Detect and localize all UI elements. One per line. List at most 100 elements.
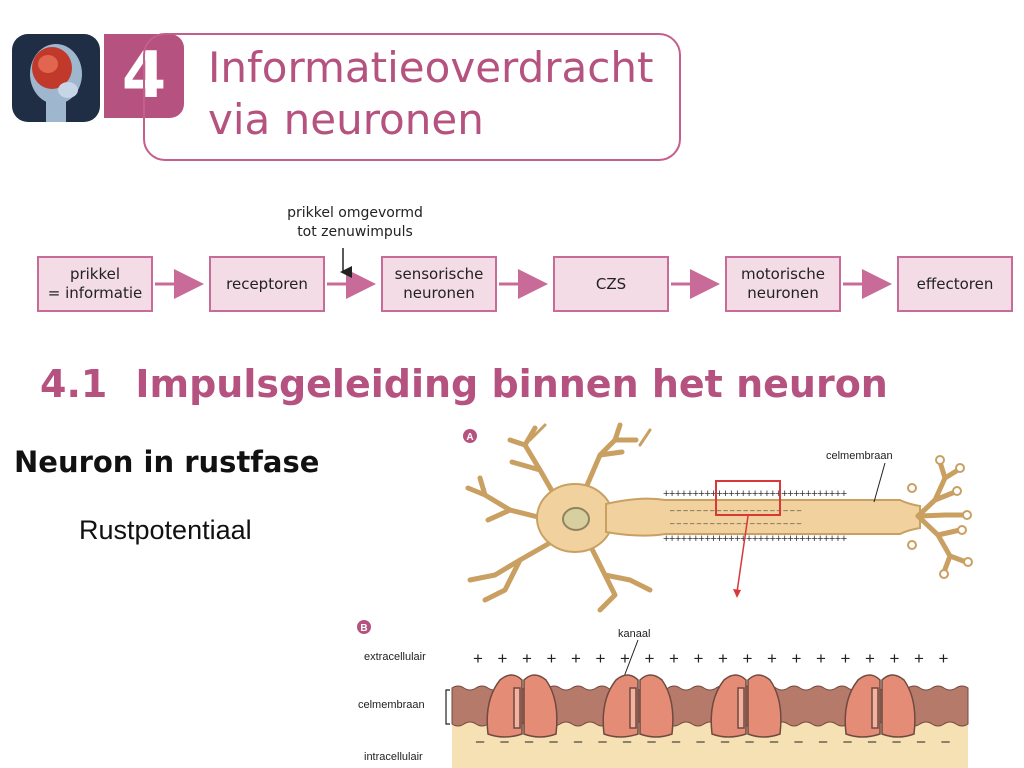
flow-step-motorische-neuronen: motorische neuronen bbox=[725, 256, 841, 312]
plus-charge: + bbox=[718, 649, 728, 668]
minus-charge: – bbox=[647, 733, 656, 750]
plus-charge: + bbox=[841, 649, 851, 668]
minus-charge: – bbox=[819, 733, 828, 750]
terminal-buttons bbox=[907, 455, 973, 579]
flow-step-label: CZS bbox=[595, 274, 627, 293]
flow-step-label: motorische bbox=[741, 265, 825, 283]
ion-channel bbox=[710, 674, 782, 738]
neuron-dendrites bbox=[465, 422, 653, 613]
plus-charge: + bbox=[865, 649, 875, 668]
plus-charge: + bbox=[890, 649, 900, 668]
zoom-box bbox=[715, 480, 781, 516]
intracellular-charges: –––––––––––––––––––– bbox=[476, 733, 951, 750]
minus-charge: – bbox=[598, 733, 607, 750]
panel-b-marker bbox=[357, 620, 371, 634]
flow-step-czs: CZS bbox=[553, 256, 669, 312]
minus-charge: – bbox=[623, 733, 632, 750]
axon-plus-top: +++++++++++++++++++++++++++++++ bbox=[663, 488, 847, 500]
label-intracellulair: intracellulair bbox=[364, 751, 423, 763]
plus-charge: + bbox=[571, 649, 581, 668]
section-heading: 4.1 Impulsgeleiding binnen het neuron bbox=[40, 362, 888, 406]
panel-a-marker bbox=[463, 429, 477, 443]
flow-step-effectoren: effectoren bbox=[897, 256, 1013, 312]
plus-charge: + bbox=[547, 649, 557, 668]
plus-charge: + bbox=[596, 649, 606, 668]
plus-charge: + bbox=[914, 649, 924, 668]
panel-b-letter: B bbox=[360, 623, 367, 634]
axon-minus-inner-bottom: – – – – – – – – – – – – – – – – – – – – bbox=[670, 519, 802, 528]
neuron-axon bbox=[605, 497, 921, 537]
minus-charge: – bbox=[745, 733, 754, 750]
label-celmembraan-a: celmembraan bbox=[826, 450, 893, 462]
minus-charge: – bbox=[770, 733, 779, 750]
minus-charge: – bbox=[476, 733, 485, 750]
flow-step-label: sensorische bbox=[394, 265, 484, 283]
plus-charge: + bbox=[792, 649, 802, 668]
axon-plus-bottom: +++++++++++++++++++++++++++++++ bbox=[663, 533, 847, 545]
flow-step-sensorische-neuronen: sensorische neuronen bbox=[381, 256, 497, 312]
flow-step-label: = informatie bbox=[47, 284, 143, 302]
membrane-bracket bbox=[445, 689, 450, 725]
minus-charge: – bbox=[868, 733, 877, 750]
label-celmembraan-b: celmembraan bbox=[358, 699, 425, 711]
plus-charge: + bbox=[939, 649, 949, 668]
axon-minus-inner-top: – – – – – – – – – – – – – – – – – – – – bbox=[670, 506, 802, 515]
label-kanaal: kanaal bbox=[618, 628, 650, 640]
flow-step-prikkel: prikkel = informatie bbox=[37, 256, 153, 312]
chapter-title-line2: via neuronen bbox=[208, 95, 484, 144]
plus-charge: + bbox=[522, 649, 532, 668]
pointer-celmembraan-a bbox=[873, 462, 886, 503]
minus-charge: – bbox=[672, 733, 681, 750]
flow-note: prikkel omgevormd tot zenuwimpuls bbox=[270, 204, 440, 242]
flow-arrows bbox=[155, 248, 892, 299]
plus-charge: + bbox=[645, 649, 655, 668]
subheading: Neuron in rustfase bbox=[14, 445, 320, 479]
plus-charge: + bbox=[694, 649, 704, 668]
flow-step-label: prikkel bbox=[69, 265, 121, 283]
flow-step-label: effectoren bbox=[916, 274, 994, 293]
flow-note-line2: tot zenuwimpuls bbox=[297, 224, 413, 240]
minus-charge: – bbox=[696, 733, 705, 750]
zoom-arrow bbox=[736, 515, 749, 593]
flow-note-line1: prikkel omgevormd bbox=[287, 205, 423, 221]
extracellular-charges: + + + + + + + + + + + + + + + + + + + + bbox=[473, 649, 949, 668]
neuron-nucleus bbox=[562, 507, 590, 531]
ion-channels bbox=[486, 674, 916, 738]
minus-charge: – bbox=[941, 733, 950, 750]
rustpotentiaal-label: Rustpotentiaal bbox=[79, 515, 252, 545]
minus-charge: – bbox=[917, 733, 926, 750]
plus-charge: + bbox=[767, 649, 777, 668]
section-title: Impulsgeleiding binnen het neuron bbox=[135, 362, 888, 406]
plus-charge: + bbox=[816, 649, 826, 668]
minus-charge: – bbox=[892, 733, 901, 750]
minus-charge: – bbox=[843, 733, 852, 750]
label-extracellulair: extracellulair bbox=[364, 651, 426, 663]
chapter-title-frame bbox=[143, 33, 681, 161]
minus-charge: – bbox=[721, 733, 730, 750]
minus-charge: – bbox=[500, 733, 509, 750]
head-xray-image bbox=[12, 34, 100, 122]
flow-step-label: receptoren bbox=[226, 274, 308, 293]
ion-channel bbox=[486, 674, 558, 738]
panel-a-letter: A bbox=[466, 432, 473, 443]
flow-step-label: neuronen bbox=[403, 284, 475, 302]
minus-charge: – bbox=[549, 733, 558, 750]
minus-charge: – bbox=[574, 733, 583, 750]
section-number: 4.1 bbox=[40, 362, 108, 406]
chapter-title: Informatieoverdracht via neuronen bbox=[208, 42, 678, 146]
plus-charge: + bbox=[498, 649, 508, 668]
flow-step-receptoren: receptoren bbox=[209, 256, 325, 312]
minus-charge: – bbox=[525, 733, 534, 750]
minus-charge: – bbox=[794, 733, 803, 750]
ion-channel bbox=[844, 674, 916, 738]
plus-charge: + bbox=[473, 649, 483, 668]
plus-charge: + bbox=[743, 649, 753, 668]
zoom-arrowhead bbox=[733, 589, 741, 598]
plus-charge: + bbox=[620, 649, 630, 668]
flow-step-label: neuronen bbox=[747, 284, 819, 302]
plus-charge: + bbox=[669, 649, 679, 668]
ion-channel bbox=[602, 674, 674, 738]
axon-terminals bbox=[915, 459, 969, 575]
chapter-title-line1: Informatieoverdracht bbox=[208, 43, 654, 92]
